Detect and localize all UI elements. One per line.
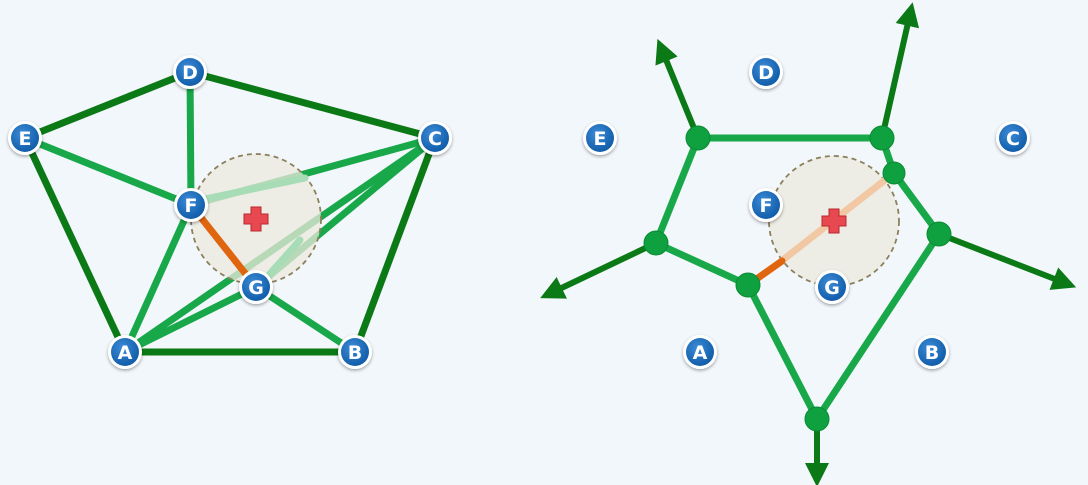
hull-edge-ed	[21, 68, 194, 142]
node-f-label: F	[185, 195, 198, 217]
node-d-label: D	[182, 62, 198, 84]
ray-arrow-right	[937, 231, 1077, 290]
node-c-label: C	[428, 128, 442, 150]
delaunay-panel: A B C D E F G	[8, 55, 452, 369]
hull-edge-cb	[351, 134, 439, 356]
node-g: G	[239, 270, 273, 304]
inner-edge-gb	[252, 283, 359, 356]
node-g-label: G	[248, 277, 264, 299]
node-b: B	[338, 335, 372, 369]
ray-arrow-upper-right	[879, 2, 920, 139]
voronoi-rays	[540, 2, 1077, 485]
inner-edge-fa	[121, 201, 195, 356]
hull-edge-dc	[186, 68, 439, 142]
site-e-label: E	[594, 128, 607, 150]
site-g: G	[815, 270, 849, 304]
plus-icon	[243, 206, 269, 232]
voronoi-sites: A B C D E F G	[583, 55, 1030, 369]
plus-icon	[821, 208, 847, 234]
faded-edge-fc	[201, 174, 309, 203]
ray-arrow-upper-left	[655, 38, 701, 140]
site-a: A	[683, 335, 717, 369]
site-a-label: A	[693, 342, 708, 364]
node-a-label: A	[118, 342, 133, 364]
site-f: F	[749, 188, 783, 222]
faded-edge-gc	[264, 236, 304, 280]
voronoi-edges	[652, 134, 943, 423]
insert-marker	[243, 206, 269, 232]
site-b: B	[915, 335, 949, 369]
site-c: C	[996, 121, 1030, 155]
site-d-label: D	[758, 62, 774, 84]
hull-edge-ae	[21, 134, 129, 356]
site-f-label: F	[760, 195, 773, 217]
node-d: D	[173, 55, 207, 89]
node-e: E	[8, 121, 42, 155]
node-c: C	[418, 121, 452, 155]
voronoi-panel: A B C D E F G	[540, 2, 1077, 485]
inner-edge-df	[186, 68, 195, 209]
site-e: E	[583, 121, 617, 155]
highlight-edge-fg	[187, 201, 260, 291]
delaunay-hull-edges	[21, 68, 439, 356]
ray-arrow-left	[540, 240, 658, 299]
delaunay-nodes: A B C D E F G	[8, 55, 452, 369]
site-d: D	[749, 55, 783, 89]
node-e-label: E	[19, 128, 32, 150]
voronoi-vertices	[643, 125, 952, 432]
insert-marker	[821, 208, 847, 234]
node-b-label: B	[348, 342, 362, 364]
site-b-label: B	[925, 342, 939, 364]
site-g-label: G	[824, 277, 840, 299]
node-a: A	[108, 335, 142, 369]
inner-edge-ef	[21, 134, 195, 209]
site-c-label: C	[1006, 128, 1020, 150]
node-f: F	[174, 188, 208, 222]
